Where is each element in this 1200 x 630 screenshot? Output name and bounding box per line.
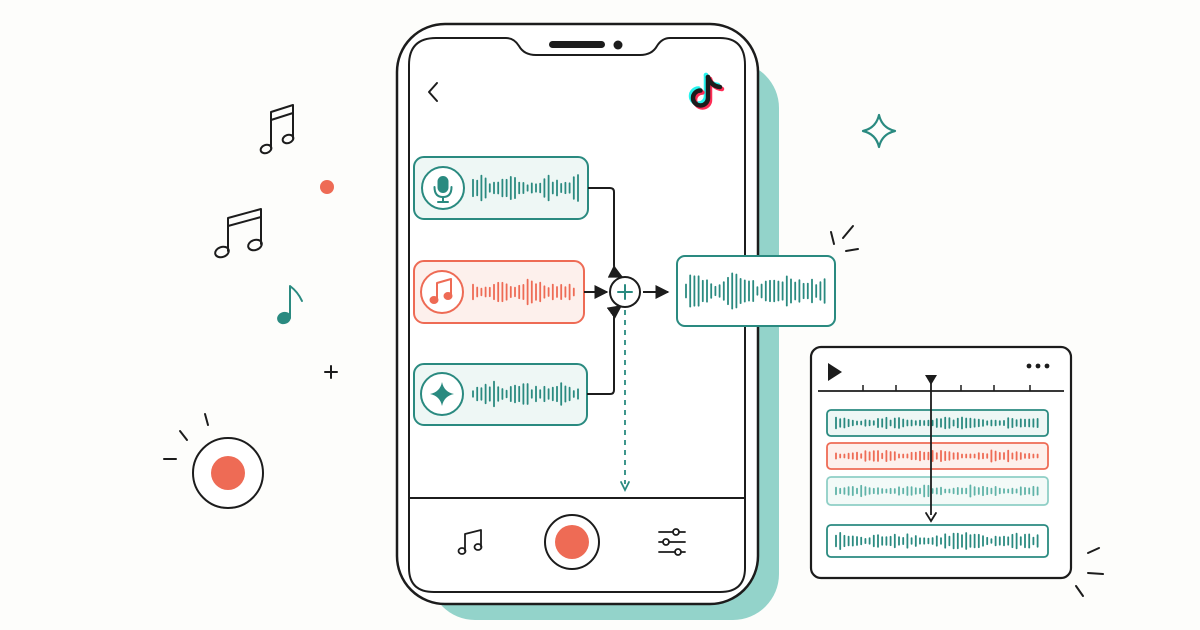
editor-waveform-music [835,449,1039,463]
editor-track-voice[interactable] [826,409,1049,437]
waveform-voice [472,174,579,202]
record-button[interactable] [544,514,600,570]
output-card[interactable] [676,255,836,327]
waveform-effect [472,380,579,408]
music-notes-icon [259,104,295,155]
track-card-voice[interactable] [413,156,589,220]
mix-connectors [584,187,670,395]
record-button-deco [192,437,264,509]
timeline-ticks [862,385,1031,391]
phone-speaker [549,41,605,48]
music-note-icon [429,278,453,304]
editor-track-mixed[interactable] [826,524,1049,558]
coral-dot [320,180,334,194]
chevron-left-icon[interactable] [428,82,438,102]
track-card-effect[interactable] [413,363,588,426]
phone-camera [613,40,623,50]
play-icon[interactable] [828,363,842,381]
sliders-icon[interactable] [658,528,686,556]
waveform-music [472,278,575,306]
editor-waveform-effect [835,484,1039,498]
dashed-flow-arrowhead [620,481,630,493]
editor-waveform-voice [835,416,1039,430]
decorations-left [163,104,338,460]
plus-sparkle-icon [324,365,338,379]
sparkle-icon [430,382,454,406]
playhead-icon[interactable] [925,375,937,523]
music-notes-icon[interactable] [457,529,483,555]
burst-lines-bottom [1075,547,1104,597]
editor-waveform-mixed [835,532,1039,550]
microphone-icon [433,176,453,203]
sparkle-icon-deco [861,113,897,149]
music-note-teal-icon [277,285,303,325]
music-notes-icon-large [214,208,263,259]
track-card-music[interactable] [413,260,585,324]
plus-circle-icon[interactable] [609,276,641,308]
waveform-output [685,272,826,310]
burst-lines-top [830,225,859,252]
more-dots-icon[interactable] [1026,363,1050,369]
tiktok-logo-icon[interactable] [688,72,725,110]
editor-track-effect[interactable] [826,476,1049,506]
record-burst-lines [163,413,209,460]
editor-track-music[interactable] [826,442,1049,470]
